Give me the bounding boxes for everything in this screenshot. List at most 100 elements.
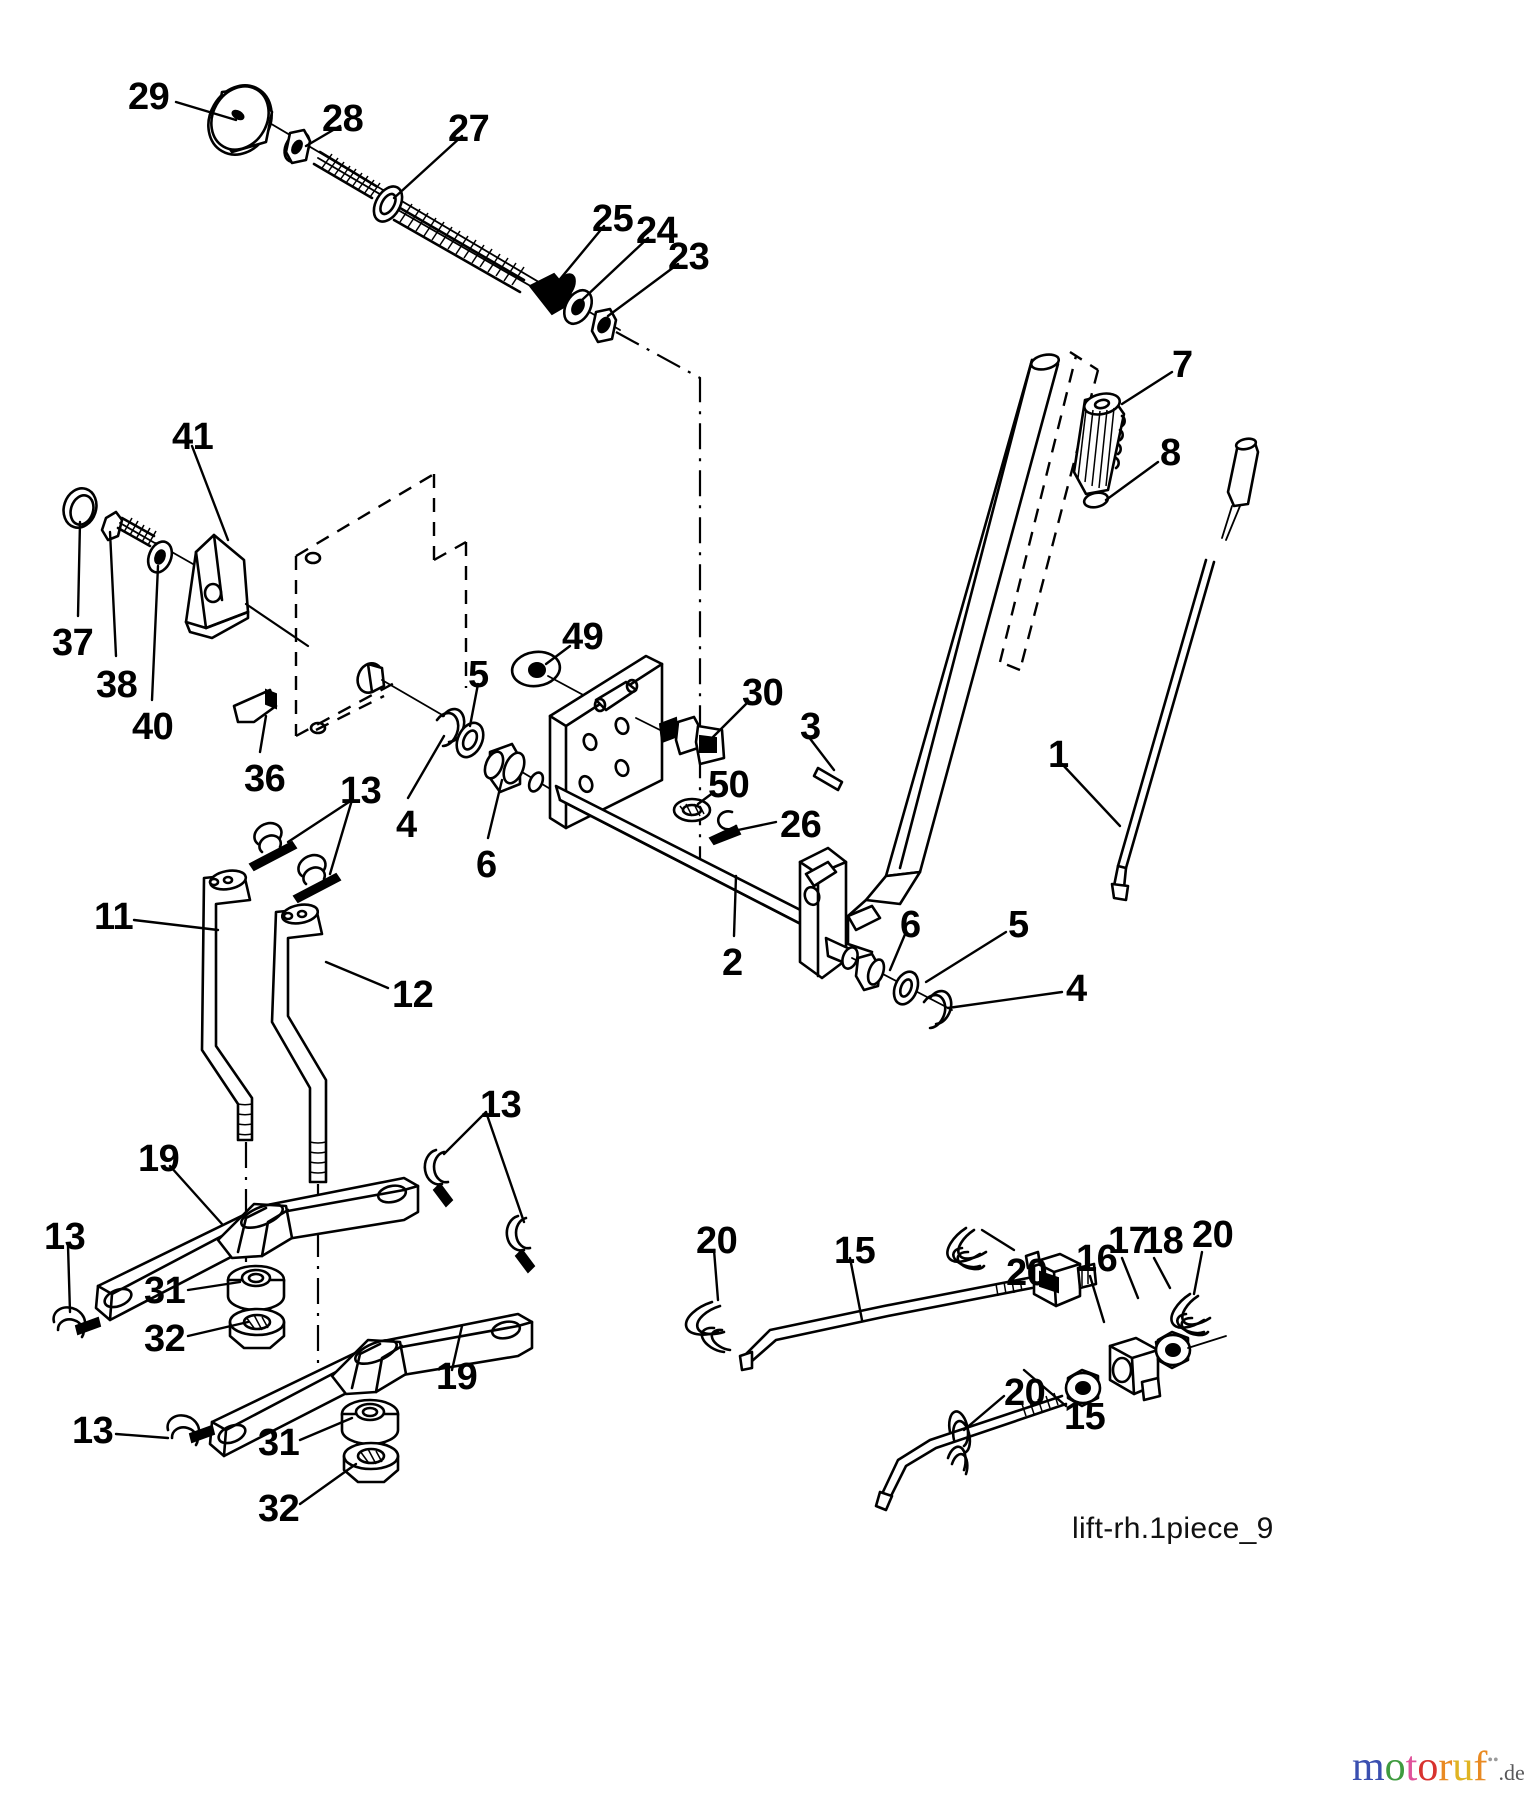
- part-4-retaining-ring: [435, 707, 466, 748]
- callout-49: 49: [562, 616, 604, 658]
- wm-letter-f: f: [1473, 1744, 1488, 1790]
- callout-41: 41: [172, 416, 214, 458]
- wm-letter-u: u: [1452, 1744, 1474, 1790]
- hairpin-clip-13-d: [505, 1214, 536, 1274]
- part-32-locknut-lower: [342, 1441, 400, 1484]
- callout-18: 18: [1142, 1220, 1184, 1262]
- callout-40: 40: [132, 706, 174, 748]
- callout-25: 25: [592, 198, 634, 240]
- hairpin-clip-13-a: [248, 821, 298, 872]
- callout-3: 3: [800, 706, 821, 748]
- callout-20-a: 20: [696, 1220, 738, 1262]
- callout-32-upper: 32: [144, 1318, 186, 1360]
- part-8-plunger-pin: [1221, 437, 1260, 541]
- wm-letter-r: r: [1438, 1744, 1453, 1790]
- lift-lever-handle: [846, 350, 1100, 954]
- callout-19-lower: 19: [436, 1356, 478, 1398]
- callout-13-left: 13: [44, 1216, 86, 1258]
- callout-15-a: 15: [834, 1230, 876, 1272]
- motoruf-watermark: motoruf••.de: [1352, 1740, 1525, 1794]
- callout-28: 28: [322, 98, 364, 140]
- pivot-mount-plate: [548, 654, 664, 830]
- callout-38: 38: [96, 664, 138, 706]
- handle-knob-assembly: [62, 472, 468, 738]
- callout-20-c: 20: [1192, 1214, 1234, 1256]
- callout-16: 16: [1076, 1238, 1118, 1280]
- diagram-caption: lift-rh.1piece_9: [1072, 1512, 1274, 1545]
- center-pivot-assembly: [356, 650, 844, 846]
- hairpin-clip-13-e: [52, 1306, 102, 1339]
- part-16-hex-nut: [1064, 1368, 1102, 1408]
- part-5-washer: [455, 721, 485, 759]
- callout-2: 2: [722, 942, 743, 984]
- part-31-bushing-lower: [340, 1398, 400, 1446]
- part-3-roll-pin: [812, 766, 844, 792]
- callout-4-right: 4: [1066, 968, 1087, 1010]
- part-28-nut: [283, 128, 312, 165]
- callout-36: 36: [244, 758, 286, 800]
- callout-20-b: 20: [1006, 1252, 1048, 1294]
- part-26-cotter-pin: [708, 810, 742, 846]
- callout-15-b: 15: [1064, 1396, 1106, 1438]
- callout-13: 13: [340, 770, 382, 812]
- wm-letter-t: t: [1405, 1744, 1418, 1790]
- callout-31-lower: 31: [258, 1422, 300, 1464]
- callout-6-right: 6: [900, 904, 921, 946]
- callout-29: 29: [128, 76, 170, 118]
- part-36-stop-tab: [232, 688, 278, 724]
- callout-12: 12: [392, 974, 434, 1016]
- hairpin-clip-13-f: [166, 1414, 216, 1447]
- part-31-bushing-upper: [226, 1264, 286, 1312]
- part-2-lift-shaft: [554, 784, 859, 980]
- callout-30: 30: [742, 672, 784, 714]
- hairpin-clip-20-b: [946, 1226, 988, 1271]
- callout-24: 24: [636, 210, 678, 252]
- callout-26: 26: [780, 804, 822, 846]
- callout-50: 50: [708, 764, 750, 806]
- part-7-grip-sleeve: [1072, 392, 1126, 509]
- callout-20-d: 20: [1004, 1372, 1046, 1414]
- callout-5-right: 5: [1008, 904, 1029, 946]
- part-29-knob: [207, 84, 274, 156]
- wm-letter-o1: o: [1384, 1744, 1406, 1790]
- callout-4: 4: [396, 804, 417, 846]
- wm-suffix: .de: [1498, 1760, 1525, 1785]
- callout-27: 27: [448, 108, 490, 150]
- hairpin-clip-20-a: [684, 1300, 732, 1354]
- part-18-lock-nut: [1154, 1330, 1227, 1370]
- dashed-console-panel: [244, 472, 468, 738]
- callout-23: 23: [668, 236, 710, 278]
- callout-19-upper: 19: [138, 1138, 180, 1180]
- part-17-trunnion-block: [1108, 1336, 1174, 1402]
- callout-32-lower: 32: [258, 1488, 300, 1530]
- part-19-lift-arm-upper: [94, 1176, 420, 1322]
- callout-37: 37: [52, 622, 94, 664]
- callout-13-mid: 13: [480, 1084, 522, 1126]
- callout-17: 17: [1108, 1220, 1150, 1262]
- callout-5: 5: [468, 654, 489, 696]
- callout-11: 11: [94, 896, 134, 938]
- callout-1: 1: [1048, 734, 1069, 776]
- part-12-lift-link: [270, 903, 328, 1390]
- wm-letter-o2: o: [1417, 1744, 1439, 1790]
- part-50-washer: [672, 797, 712, 823]
- part-41-grip: [184, 533, 250, 640]
- callout-6: 6: [476, 844, 497, 886]
- pivot-roller: [356, 662, 386, 694]
- callout-13-bottom: 13: [72, 1410, 114, 1452]
- part-11-lift-link: [200, 869, 254, 1290]
- hairpin-clip-13-c: [423, 1148, 454, 1208]
- hairpin-clip-20-c: [1170, 1292, 1212, 1337]
- part-27-spring-rod: [312, 150, 535, 294]
- part-32-locknut-upper: [228, 1307, 286, 1350]
- callout-31-upper: 31: [144, 1270, 186, 1312]
- part-15-rod-upper: [738, 1250, 1098, 1372]
- part-1-cable: [1110, 558, 1216, 902]
- part-23-nut: [590, 307, 618, 344]
- callout-7: 7: [1172, 344, 1193, 386]
- shaft-right-hardware: [851, 952, 953, 1030]
- wm-dot-icon: ••: [1487, 1752, 1499, 1769]
- part-6-bushing: [483, 742, 526, 794]
